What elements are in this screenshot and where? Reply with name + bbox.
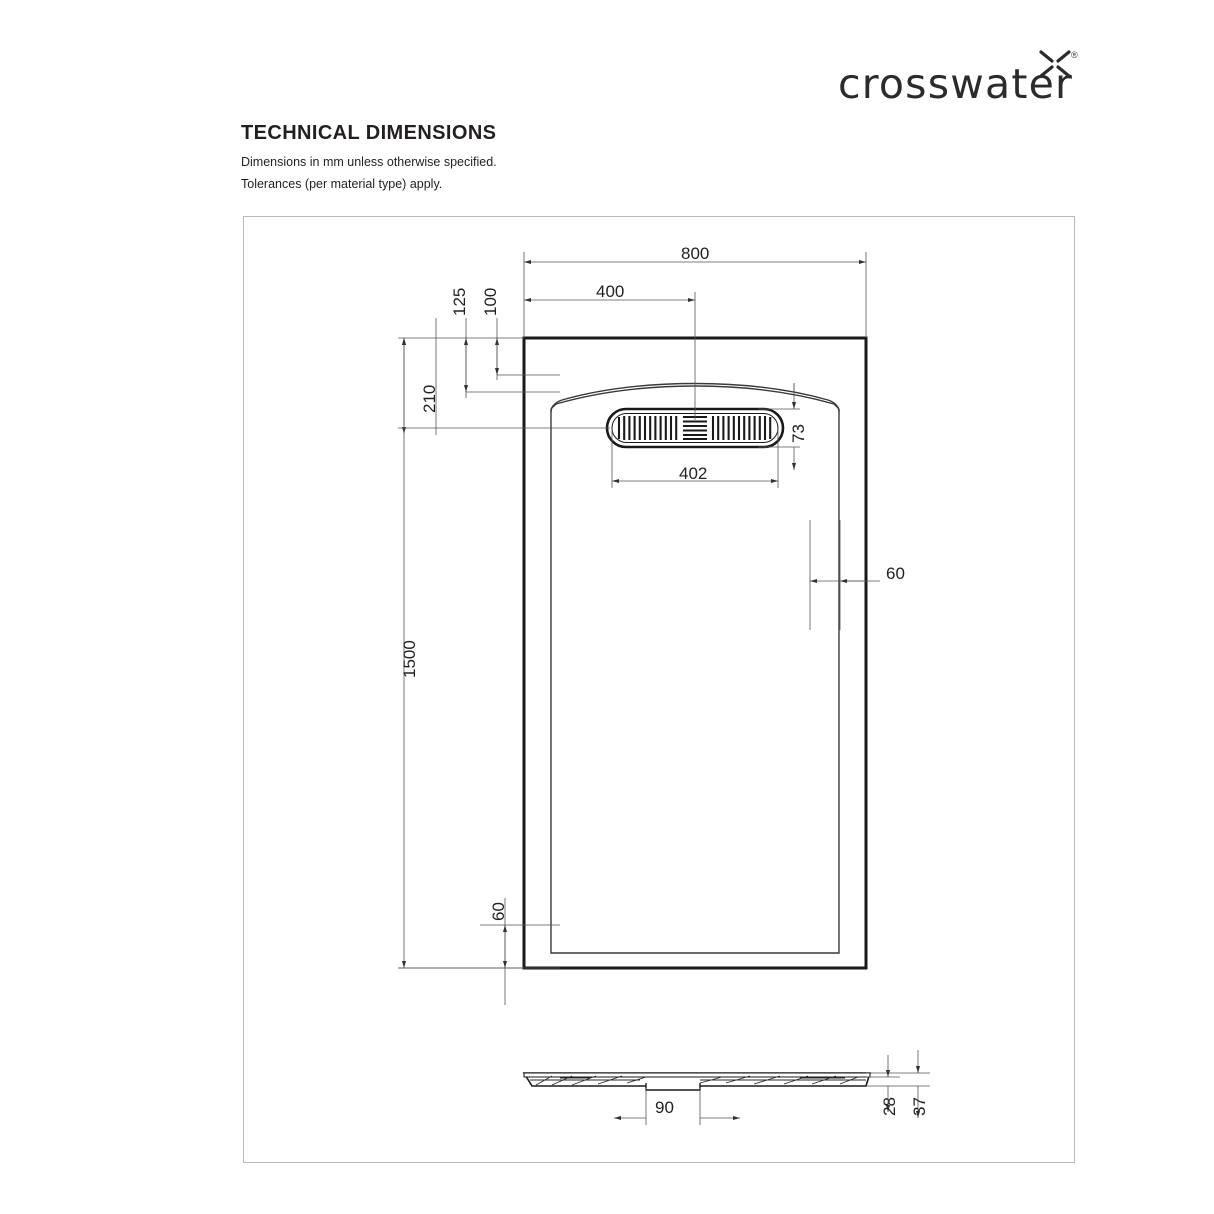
drain-grate xyxy=(605,407,785,449)
section-dimension-lines xyxy=(614,1050,930,1125)
note-units: Dimensions in mm unless otherwise specif… xyxy=(241,155,497,169)
x-cross-icon xyxy=(1039,50,1071,78)
note-tolerances: Tolerances (per material type) apply. xyxy=(241,177,443,191)
section-top-rim xyxy=(523,1072,871,1078)
dim-label-28: 28 xyxy=(880,1097,899,1116)
dim-label-800: 800 xyxy=(681,244,710,263)
dim-label-1500: 1500 xyxy=(400,640,419,678)
section-view xyxy=(522,1050,930,1125)
grate-slots-right xyxy=(711,416,772,440)
brand-logo: crosswater ® xyxy=(838,46,1078,108)
drawing-frame xyxy=(243,216,1075,1163)
dim-label-37: 37 xyxy=(910,1097,929,1116)
dim-label-400: 400 xyxy=(596,282,625,301)
dim-label-402: 402 xyxy=(679,464,708,483)
registered-mark: ® xyxy=(1071,50,1078,60)
brand-logo-text: crosswater xyxy=(838,60,1074,108)
dim-label-100: 100 xyxy=(481,287,500,316)
tray-outer-outline xyxy=(522,336,868,970)
dimension-lines xyxy=(398,252,880,1005)
dim-label-125: 125 xyxy=(450,287,469,316)
dim-label-60-bottom: 60 xyxy=(489,902,508,921)
section-hatching xyxy=(530,1075,866,1086)
dim-label-90: 90 xyxy=(655,1098,674,1117)
dim-label-210: 210 xyxy=(420,384,439,413)
dim-label-60-right: 60 xyxy=(886,564,905,583)
page-title: TECHNICAL DIMENSIONS xyxy=(241,122,497,144)
section-waste-pocket xyxy=(645,1083,701,1091)
dim-label-73: 73 xyxy=(789,424,808,443)
plan-view xyxy=(398,252,880,1005)
grate-slots-left xyxy=(617,416,678,440)
